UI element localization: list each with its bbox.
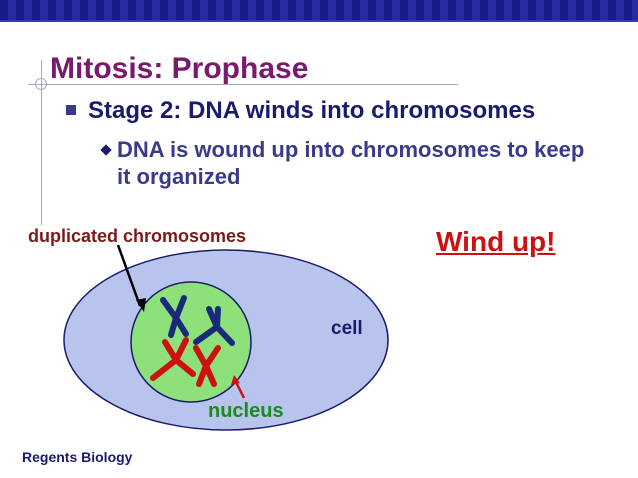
duplicated-chromosomes-label: duplicated chromosomes [28, 226, 247, 246]
footer-text: Regents Biology [22, 449, 133, 465]
wind-up-callout: Wind up! [436, 226, 556, 257]
chromosome-blue-1 [160, 295, 189, 338]
main-bullet-text: Stage 2: DNA winds into chromosomes [88, 97, 536, 124]
chromosome-red-2 [193, 345, 221, 387]
square-bullet-icon [66, 105, 76, 115]
sub-bullet-text: DNA is wound up into chromosomes to keep… [117, 137, 585, 189]
chromosome-red-1 [150, 337, 196, 381]
decorative-vertical-line [41, 60, 42, 225]
crosshair-decoration [35, 78, 47, 90]
top-banner [0, 0, 638, 20]
top-banner-rule [0, 20, 638, 22]
pointer-arrow-nucleus [231, 375, 246, 399]
title-underline [28, 84, 458, 85]
cell-label: cell [331, 318, 363, 339]
pointer-arrow-chromosomes [116, 244, 146, 312]
nucleus-label: nucleus [208, 400, 284, 422]
slide-title: Mitosis: Prophase [50, 52, 309, 85]
chromosome-blue-2 [193, 306, 235, 346]
